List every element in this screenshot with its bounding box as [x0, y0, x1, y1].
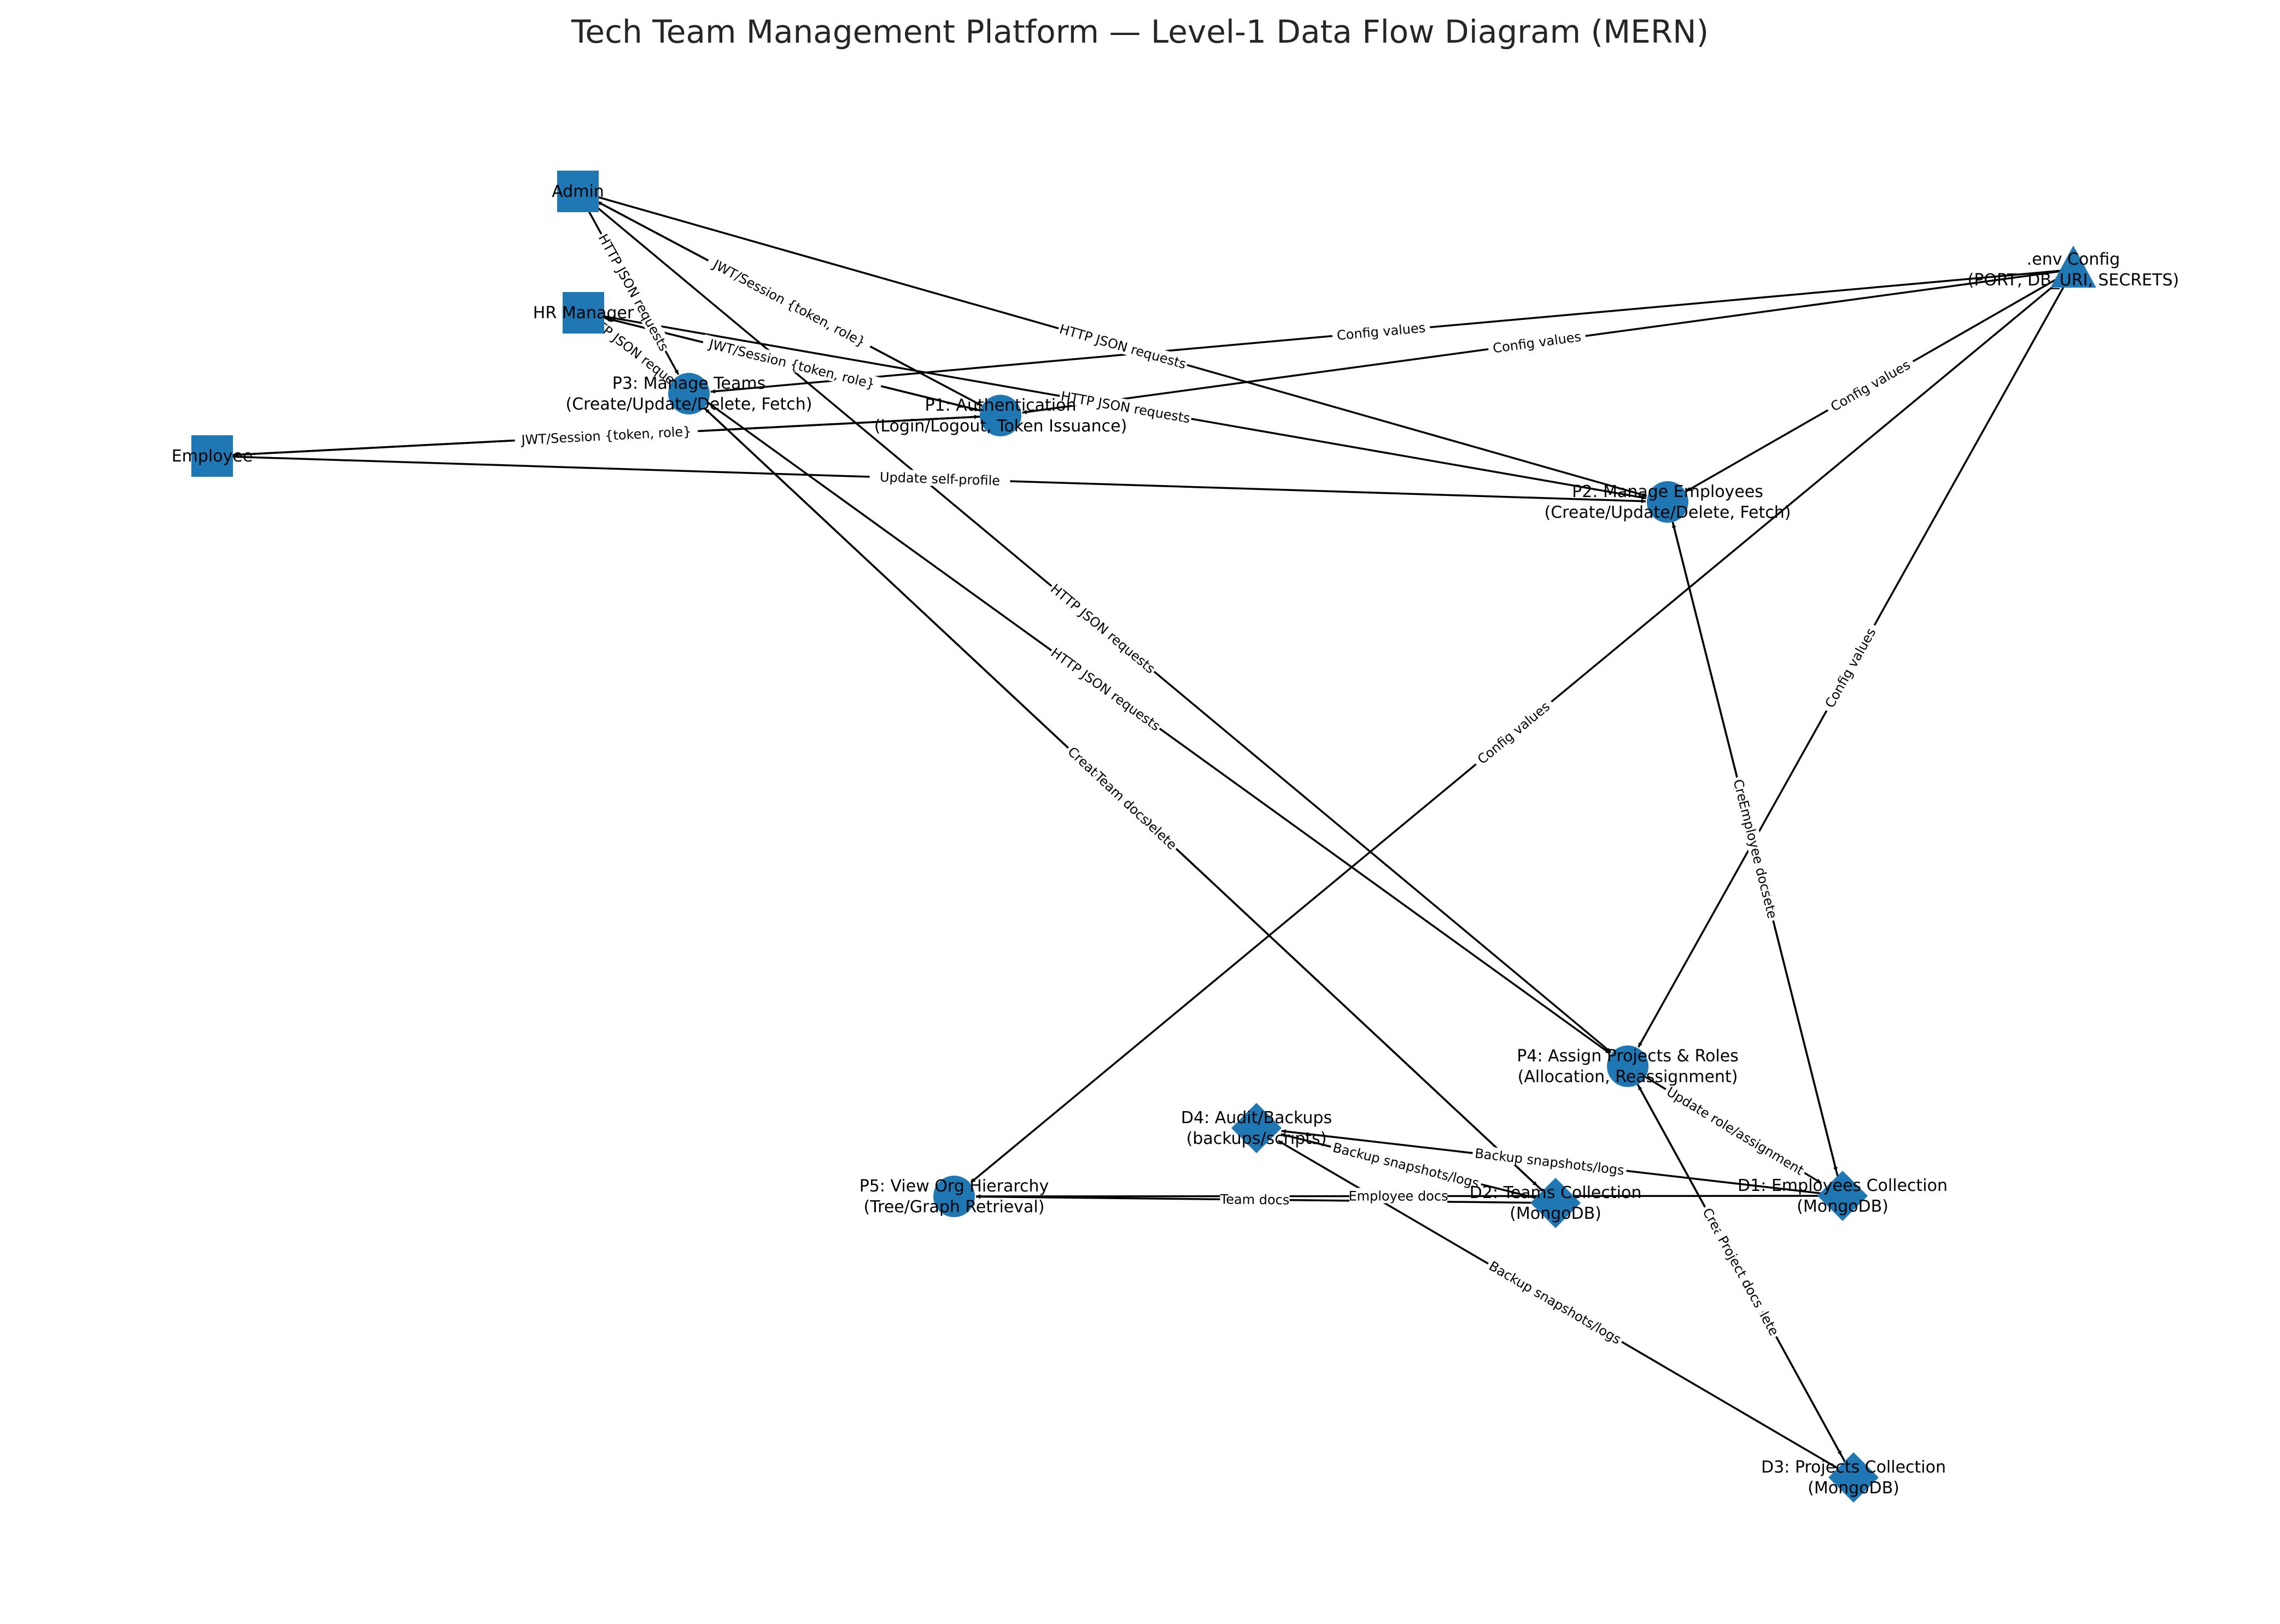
p3-label-line-1: P3: Manage Teams: [612, 374, 765, 393]
flow-label-text: Config values: [1492, 329, 1582, 357]
hr-label-line-1: HR Manager: [533, 303, 634, 323]
admin-label-line-1: Admin: [552, 182, 604, 201]
flow-label-text: Employee docs: [1348, 1188, 1448, 1204]
p5-process-circle: [933, 1176, 975, 1217]
flow-label-text: Update role/assignment: [1664, 1084, 1807, 1178]
p5-label-line-1: P5: View Org Hierarchy: [860, 1177, 1049, 1196]
flow-label-admin-to-p2: HTTP JSON requests: [1056, 320, 1189, 372]
flow-label-text: Update self-profile: [880, 470, 1001, 489]
d1-label-line-1: D1: Employees Collection: [1738, 1176, 1948, 1195]
diagram-nodes: [191, 171, 2096, 1503]
employee-external-entity-square: [191, 435, 233, 477]
hr-external-entity-square: [563, 292, 604, 334]
flow-label-d1-to-p5: Employee docs: [1348, 1188, 1448, 1204]
employee-label-line-1: Employee: [172, 447, 253, 466]
d4-label-line-1: D4: Audit/Backups: [1181, 1108, 1332, 1128]
p3-label-line-2: (Create/Update/Delete, Fetch): [566, 395, 812, 414]
flow-label-text: Config values: [1475, 699, 1553, 767]
flow-label-text: Backup snapshots/logs: [1474, 1146, 1625, 1178]
flow-label-d1-to-d4: Backup snapshots/logs: [1471, 1144, 1628, 1178]
flow-label-d2-to-p5: Team docs: [1220, 1191, 1290, 1208]
p1-label-line-2: (Login/Logout, Token Issuance): [874, 417, 1127, 436]
p3-process-circle: [668, 373, 710, 414]
flow-label-d2-to-p3: Team docs: [1091, 768, 1154, 828]
flow-label-text: Team docs: [1091, 769, 1153, 828]
flow-label-p1-to-employee: JWT/Session {token, role}: [514, 423, 698, 448]
d1-data-store-diamond: [1817, 1171, 1868, 1221]
p4-process-circle: [1607, 1045, 1648, 1087]
flow-label-text: Project docs: [1715, 1234, 1767, 1311]
d1-label-line-2: (MongoDB): [1797, 1197, 1889, 1216]
p1-process-circle: [980, 395, 1021, 436]
p5-label-line-2: (Tree/Graph Retrieval): [864, 1197, 1045, 1217]
d3-data-store-diamond: [1828, 1452, 1879, 1503]
flow-label-text: HTTP JSON requests: [1057, 322, 1188, 372]
d2-label-line-2: (MongoDB): [1510, 1204, 1601, 1223]
p4-label-line-2: (Allocation, Reassignment): [1518, 1067, 1738, 1086]
flow-label-text: Backup snapshots/logs: [1486, 1258, 1623, 1347]
diagram-title: Tech Team Management Platform — Level-1 …: [571, 13, 1709, 50]
flow-label-text: Config values: [1336, 320, 1427, 343]
flow-label-text: JWT/Session {token, role}: [520, 424, 692, 448]
env-label-line-1: .env Config: [2027, 250, 2120, 269]
env-label-line-2: (PORT, DB_URI, SECRETS): [1968, 271, 2179, 290]
flow-label-env-to-p3: Config values: [1331, 319, 1431, 343]
p1-label-line-1: P1: Authentication: [925, 396, 1076, 415]
d4-label-line-2: (backups/scripts): [1186, 1129, 1327, 1148]
flow-label-env-to-p5: Config values: [1470, 695, 1556, 770]
d2-data-store-diamond: [1530, 1178, 1581, 1228]
flow-label-d3-to-d4: Backup snapshots/logs: [1484, 1257, 1626, 1348]
p2-process-circle: [1647, 481, 1688, 523]
flow-edges: [225, 194, 2068, 1471]
p2-label-line-2: (Create/Update/Delete, Fetch): [1545, 503, 1791, 522]
flow-label-employee-to-p2: Update self-profile: [869, 468, 1010, 489]
flow-label-d3-to-p4: Project docs: [1712, 1228, 1770, 1316]
p4-label-line-1: P4: Assign Projects & Roles: [1517, 1047, 1739, 1066]
flow-label-env-to-p1: Config values: [1487, 328, 1587, 357]
d3-label-line-1: D3: Projects Collection: [1761, 1458, 1946, 1477]
d2-label-line-1: D2: Teams Collection: [1470, 1183, 1642, 1202]
flow-label-env-to-p4: Config values: [1819, 621, 1881, 714]
d3-label-line-2: (MongoDB): [1808, 1479, 1899, 1498]
flow-label-text: Team docs: [1220, 1191, 1290, 1207]
flow-label-env-to-p2: Config values: [1823, 354, 1917, 417]
flow-label-text: Config values: [1828, 357, 1913, 414]
flow-label-text: JWT/Session {token, role}: [710, 256, 868, 350]
flow-label-p4-to-d1: Update role/assignment: [1662, 1082, 1809, 1179]
flow-label-text: Backup snapshots/logs: [1331, 1140, 1481, 1191]
env-config-triangle: [2050, 246, 2096, 288]
flow-label-text: Config values: [1822, 626, 1879, 711]
admin-external-entity-square: [557, 171, 599, 212]
p2-label-line-1: P2: Manage Employees: [1572, 482, 1763, 501]
d4-data-store-diamond: [1231, 1103, 1282, 1153]
